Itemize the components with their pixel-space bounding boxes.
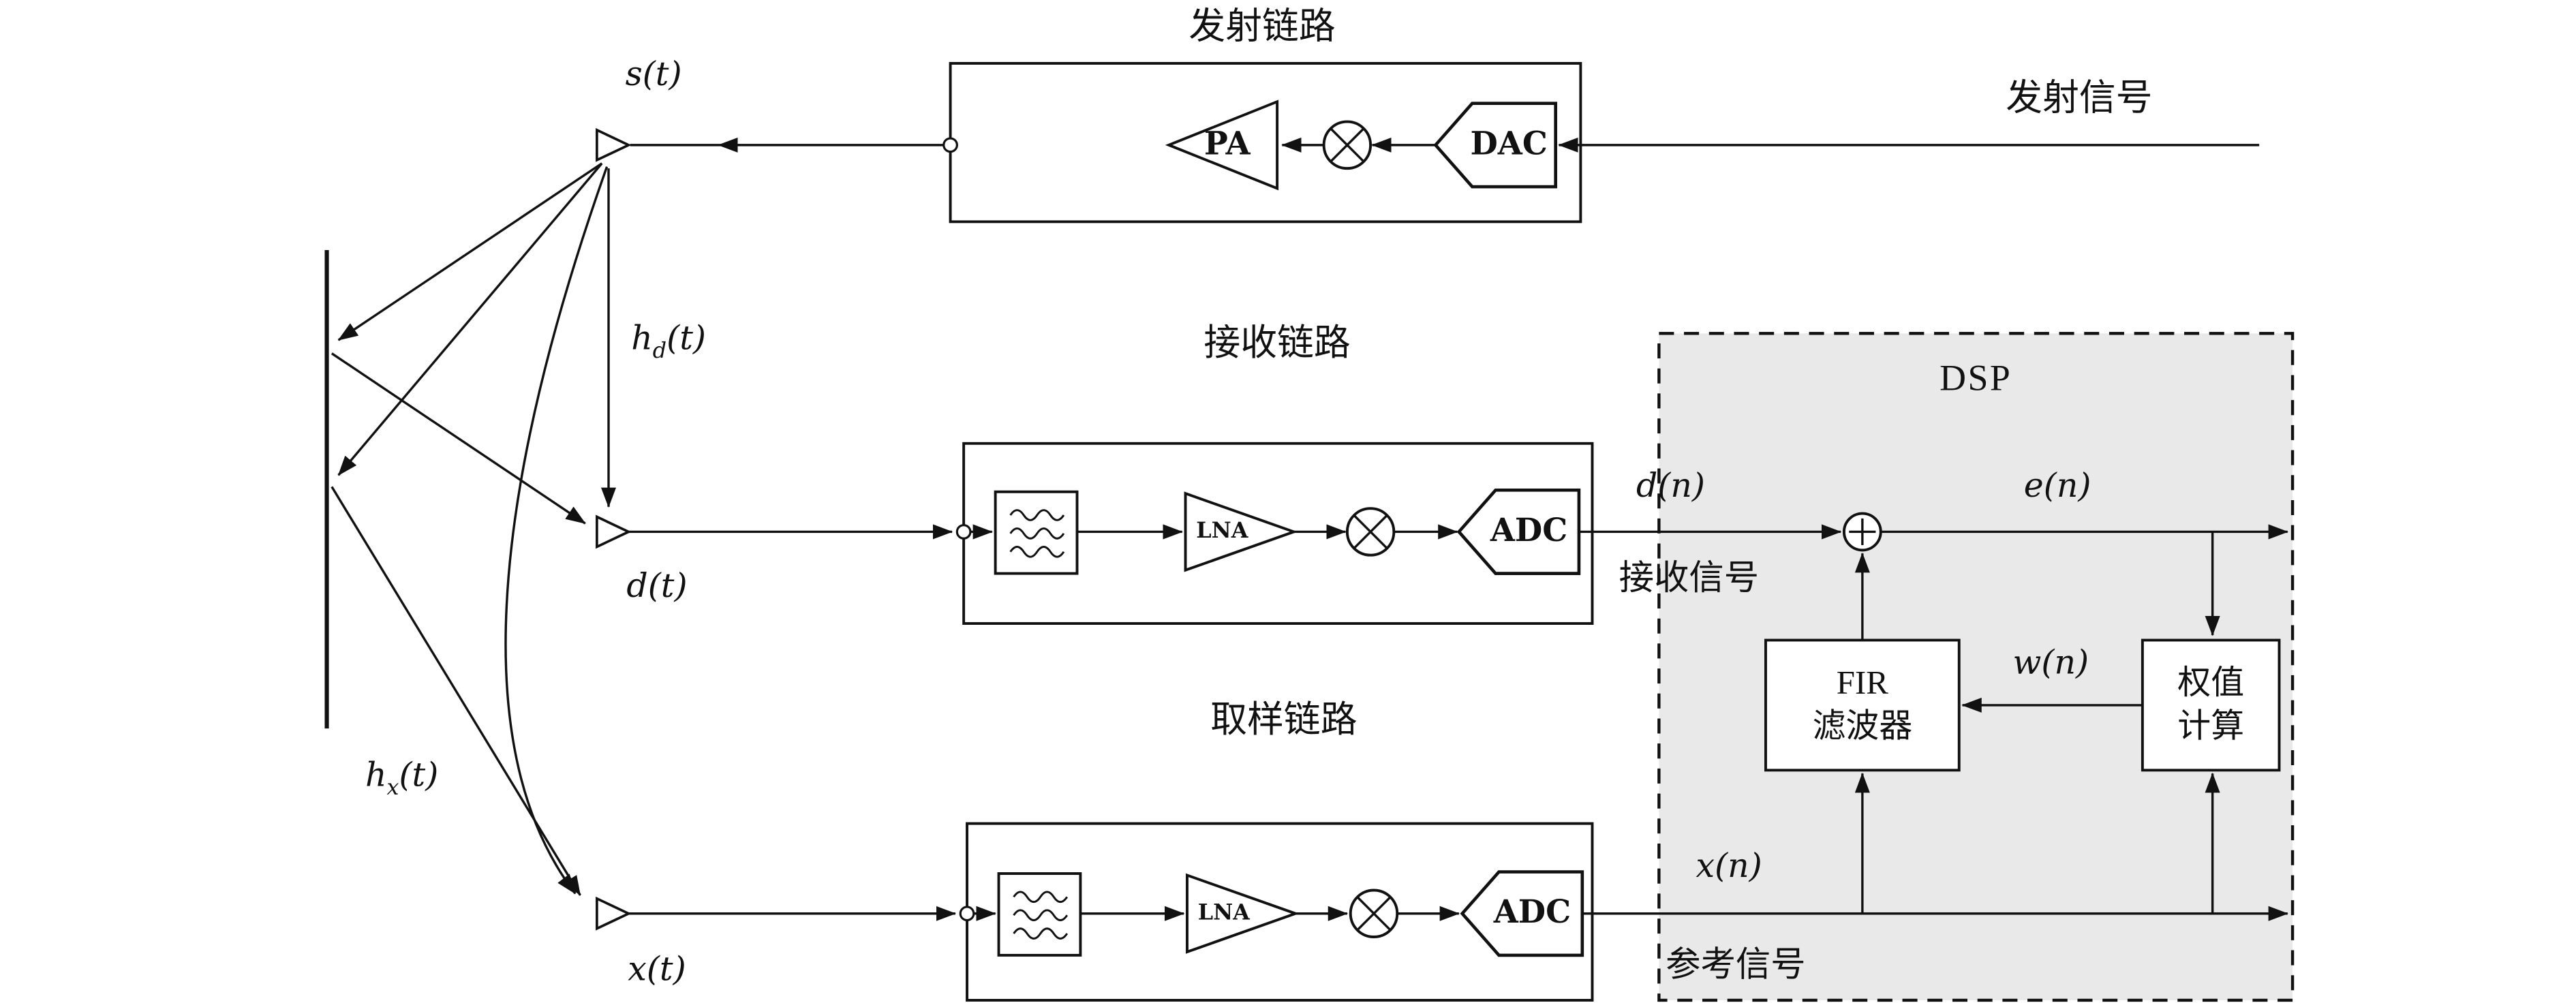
dac-label: DAC — [1470, 125, 1548, 163]
transmit-input-label: 发射信号 — [2006, 76, 2153, 119]
sample-chain-group — [596, 822, 2288, 1002]
sample-channel-hx-arrow — [504, 166, 609, 895]
signal-dn-label: d(n) — [1636, 465, 1706, 506]
lna-label: LNA — [1197, 901, 1250, 927]
signal-en-label: e(n) — [2023, 465, 2091, 506]
pa-amplifier-icon — [1165, 99, 1279, 191]
adder-icon — [1842, 512, 1882, 552]
transmit-chain-group — [596, 62, 2260, 223]
adc-block — [1460, 870, 1584, 957]
lna-amplifier-icon — [1186, 873, 1300, 954]
multipath-arrows — [324, 162, 617, 896]
signal-dt-label: d(t) — [626, 565, 688, 606]
channel-hd-label: hd(t) — [631, 318, 706, 365]
dac-block — [1433, 102, 1558, 189]
receive-chain-title: 接收链路 — [1203, 322, 1351, 364]
transmit-antenna-icon — [596, 127, 632, 162]
mixer-icon — [1345, 507, 1396, 557]
adc-label: ADC — [1490, 512, 1568, 550]
signal-xt-label: x(t) — [628, 948, 686, 989]
bandpass-filter-icon — [997, 872, 1082, 957]
channel-hx-label: hx(t) — [365, 754, 439, 801]
transmit-chain-title: 发射链路 — [1189, 5, 1336, 47]
adc-label: ADC — [1493, 894, 1571, 931]
node-circle — [959, 906, 975, 922]
receive-chain-group — [596, 442, 1842, 625]
mixer-icon — [1349, 889, 1399, 938]
node-circle — [955, 524, 972, 540]
signal-xn-label: x(n) — [1696, 845, 1762, 886]
receive-antenna-icon — [596, 514, 632, 549]
node-circle — [942, 137, 958, 153]
dsp-title: DSP — [1939, 356, 2012, 399]
sample-antenna-icon — [596, 896, 632, 931]
signal-st-label: s(t) — [625, 53, 682, 94]
dsp-internals — [1764, 512, 2288, 914]
weight-calc-block — [2141, 638, 2281, 772]
signal-wn-label: w(n) — [2012, 641, 2089, 682]
receive-signal-caption: 接收信号 — [1619, 557, 1760, 598]
lna-label: LNA — [1196, 519, 1248, 544]
lna-amplifier-icon — [1184, 491, 1298, 572]
adc-block — [1456, 488, 1581, 575]
weight-calc-label: 权值 计算 — [2177, 665, 2245, 745]
mixer-icon — [1322, 120, 1373, 170]
fir-filter-label: FIR 滤波器 — [1812, 665, 1913, 745]
sample-chain-title: 取样链路 — [1210, 698, 1358, 741]
pa-label: PA — [1203, 125, 1251, 163]
bandpass-filter-icon — [994, 490, 1079, 575]
reference-signal-caption: 参考信号 — [1666, 944, 1806, 985]
